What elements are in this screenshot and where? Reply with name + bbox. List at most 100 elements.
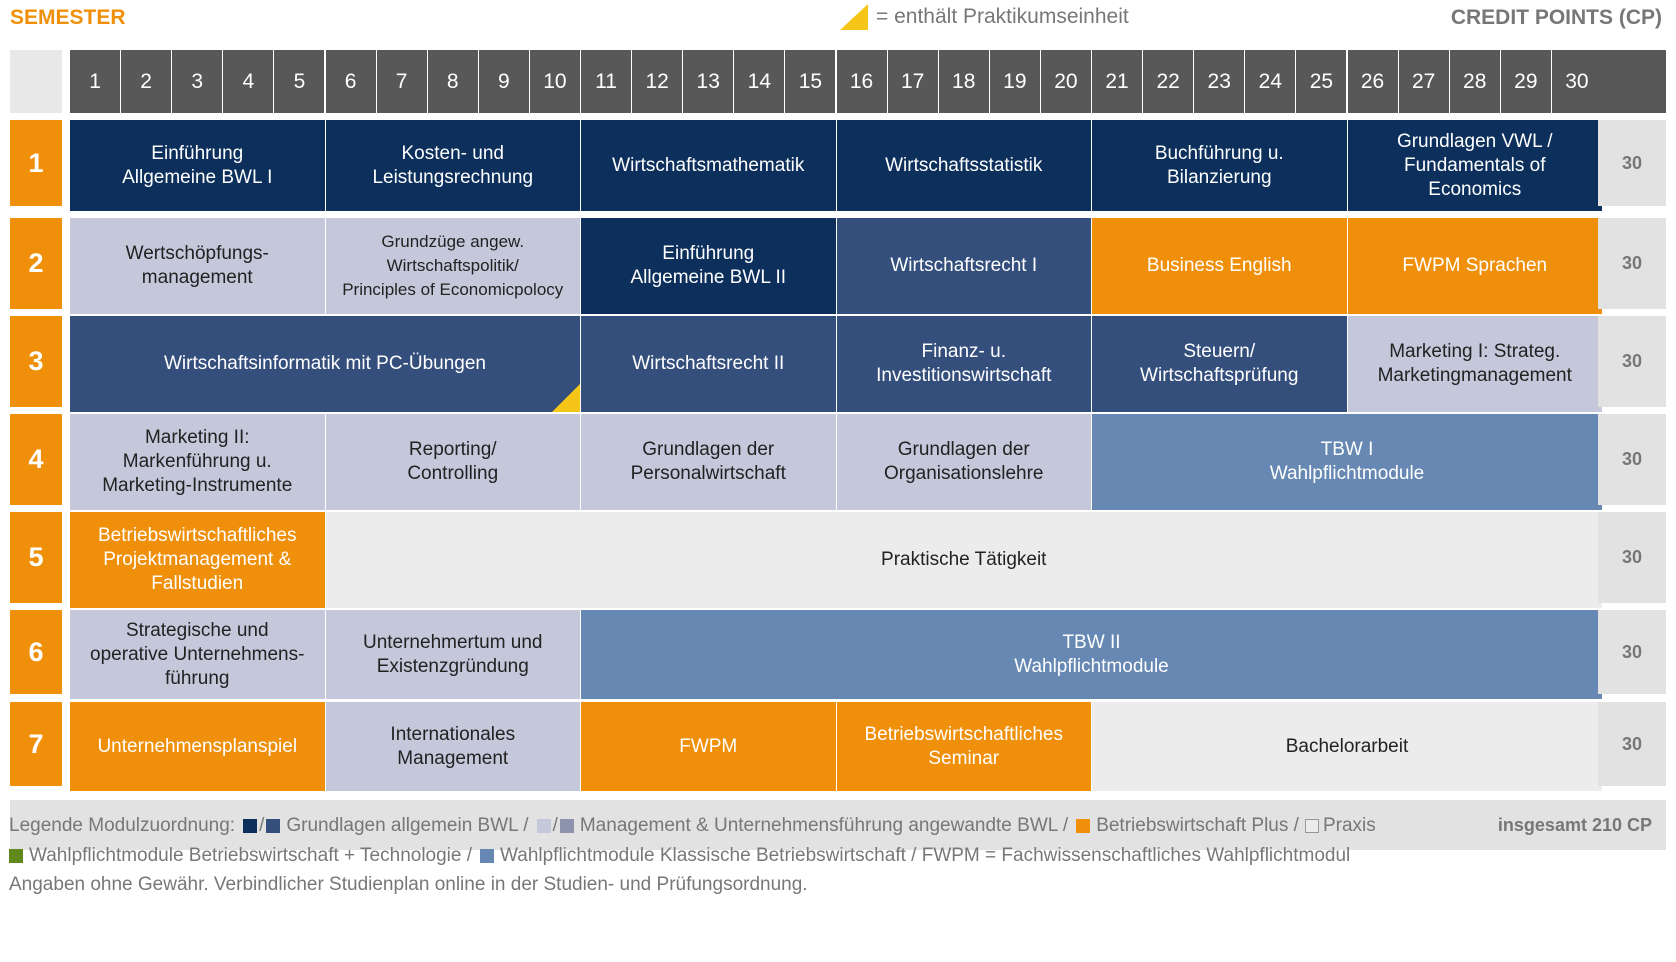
semester-number: 4: [10, 414, 62, 505]
module-label: Grundlagen der Personalwirtschaft: [630, 439, 786, 484]
header-corner: [10, 50, 62, 113]
module-cell: Praktische Tätigkeit: [325, 512, 1603, 609]
legend-slash-1: /: [259, 815, 265, 836]
legend-plus: Betriebswirtschaft Plus /: [1096, 815, 1299, 836]
module-label: Grundzüge angew. Wirtschaftspolitik/ Pri…: [342, 232, 564, 299]
module-cell: Bachelorarbeit: [1092, 702, 1603, 792]
module-cell: Steuern/ Wirtschaftsprüfung: [1092, 316, 1348, 413]
column-number: 13: [683, 50, 735, 113]
module-label: Steuern/ Wirtschaftsprüfung: [1140, 341, 1299, 386]
module-cell: Buchführung u. Bilanzierung: [1092, 120, 1348, 212]
swatch-dark-icon: [243, 819, 258, 833]
legend-praxis: Praxis: [1322, 815, 1376, 836]
practice-legend-text: = enthält Praktikumseinheit: [876, 5, 1129, 28]
total-bar: insgesamt 210 CP: [10, 800, 1666, 850]
module-cell: Einführung Allgemeine BWL I: [70, 120, 326, 212]
semester-cp: 30: [1598, 120, 1666, 206]
module-cell: Grundlagen der Organisationslehre: [836, 414, 1092, 511]
legend-disclaimer: Angaben ohne Gewähr. Verbindlicher Studi…: [9, 874, 808, 895]
column-number: 18: [938, 50, 990, 113]
module-cell: Marketing I: Strateg. Marketingmanagemen…: [1347, 316, 1603, 413]
legend-slash-2: /: [552, 815, 558, 836]
module-cell: Wirtschaftsinformatik mit PC-Übungen: [70, 316, 581, 413]
legend-line-1: Legende Modulzuordnung: / Grundlagen all…: [9, 815, 1376, 837]
column-number: 6: [325, 50, 377, 113]
column-number: 22: [1143, 50, 1195, 113]
semester-cp: 30: [1598, 702, 1666, 786]
module-label: Finanz- u. Investitionswirtschaft: [876, 341, 1052, 386]
module-label: Internationales Management: [390, 723, 516, 769]
swatch-mid-icon: [266, 819, 281, 833]
practice-legend: = enthält Praktikumseinheit: [840, 4, 1129, 30]
module-cell: Unternehmensplanspiel: [70, 702, 326, 792]
module-label: Wertschöpfungs- management: [125, 243, 269, 288]
credit-points-heading: CREDIT POINTS (CP): [1450, 6, 1662, 29]
module-label: Einführung Allgemeine BWL II: [630, 243, 787, 288]
module-cell: TBW II Wahlpflichtmodule: [581, 610, 1603, 700]
column-number: 15: [785, 50, 837, 113]
module-label: FWPM: [679, 735, 738, 757]
semester-number: 2: [10, 218, 62, 309]
module-label: FWPM Sprachen: [1402, 255, 1548, 276]
module-label: Wirtschaftsmathematik: [612, 154, 805, 176]
module-label: Betriebswirtschaftliches Seminar: [864, 723, 1064, 769]
swatch-blue-icon: [480, 849, 495, 863]
module-cell: TBW I Wahlpflichtmodule: [1092, 414, 1603, 511]
column-number: 21: [1092, 50, 1144, 113]
swatch-grey-icon: [559, 819, 574, 833]
column-number: 23: [1194, 50, 1246, 113]
legend-grundlagen: Grundlagen allgemein BWL /: [286, 815, 529, 836]
legend-line-3: Angaben ohne Gewähr. Verbindlicher Studi…: [9, 874, 808, 896]
practice-triangle-icon: [840, 4, 868, 30]
module-label: Wirtschaftsrecht II: [632, 353, 785, 374]
module-label: Praktische Tätigkeit: [881, 549, 1047, 570]
column-number: 28: [1449, 50, 1501, 113]
module-label: Einführung Allgemeine BWL I: [122, 142, 273, 188]
practice-triangle-icon: [552, 384, 580, 412]
column-number: 5: [274, 50, 326, 113]
column-number: 14: [734, 50, 786, 113]
module-cell: Betriebswirtschaftliches Seminar: [836, 702, 1092, 792]
swatch-light-icon: [536, 819, 551, 833]
module-label: Betriebswirtschaftliches Projektmanageme…: [97, 525, 297, 594]
semester-cp: 30: [1598, 610, 1666, 694]
semester-cp: 30: [1598, 512, 1666, 603]
module-label: TBW II Wahlpflichtmodule: [1014, 631, 1169, 677]
module-cell: Wertschöpfungs- management: [70, 218, 326, 315]
module-label: Bachelorarbeit: [1285, 735, 1409, 757]
semester-number: 5: [10, 512, 62, 603]
module-cell: Einführung Allgemeine BWL II: [581, 218, 837, 315]
module-cell: Kosten- und Leistungsrechnung: [325, 120, 581, 212]
module-cell: FWPM Sprachen: [1347, 218, 1603, 315]
module-label: Reporting/ Controlling: [407, 439, 499, 484]
column-number: 20: [1040, 50, 1092, 113]
module-label: Unternehmensplanspiel: [97, 735, 298, 757]
semester-number: 6: [10, 610, 62, 694]
column-number: 19: [989, 50, 1041, 113]
module-cell: Finanz- u. Investitionswirtschaft: [836, 316, 1092, 413]
module-cell: Wirtschaftsmathematik: [581, 120, 837, 212]
module-cell: Grundzüge angew. Wirtschaftspolitik/ Pri…: [325, 218, 581, 315]
legend-management: Management & Unternehmensführung angewan…: [579, 815, 1069, 836]
module-cell: Betriebswirtschaftliches Projektmanageme…: [70, 512, 326, 609]
total-cp: insgesamt 210 CP: [1497, 814, 1652, 835]
module-cell: Grundlagen VWL / Fundamentals of Economi…: [1347, 120, 1603, 212]
module-label: Unternehmertum und Existenzgründung: [362, 631, 543, 677]
column-number: 11: [581, 50, 633, 113]
module-cell: Wirtschaftsrecht I: [836, 218, 1092, 315]
legend-wpm-tech: Wahlpflichtmodule Betriebswirtschaft + T…: [29, 845, 473, 866]
column-number: 8: [427, 50, 479, 113]
module-label: Kosten- und Leistungsrechnung: [372, 142, 534, 188]
legend-line-2: Wahlpflichtmodule Betriebswirtschaft + T…: [9, 845, 1350, 867]
column-number: 4: [223, 50, 275, 113]
column-number: 10: [529, 50, 581, 113]
semester-cp: 30: [1598, 218, 1666, 309]
semester-number: 1: [10, 120, 62, 206]
module-label: Wirtschaftsstatistik: [885, 154, 1043, 176]
swatch-praxis-icon: [1304, 819, 1319, 833]
module-label: Marketing II: Markenführung u. Marketing…: [102, 427, 293, 496]
column-number: 29: [1500, 50, 1552, 113]
column-number: 3: [172, 50, 224, 113]
module-cell: Business English: [1092, 218, 1348, 315]
module-cell: Unternehmertum und Existenzgründung: [325, 610, 581, 700]
